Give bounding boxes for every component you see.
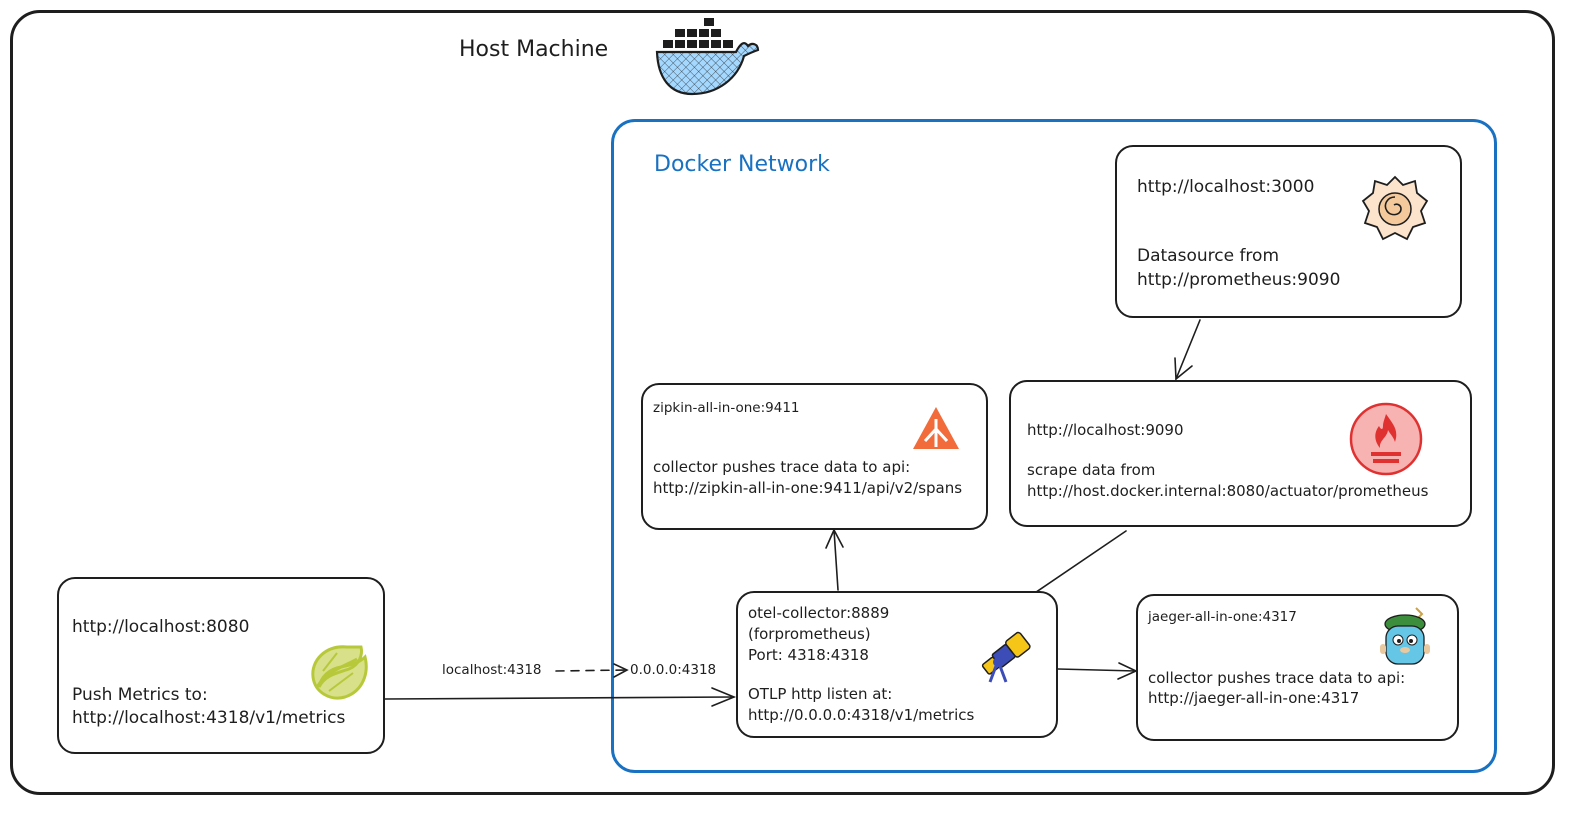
- collector-listen-url: http://0.0.0.0:4318/v1/metrics: [748, 706, 975, 724]
- grafana-logo-icon: [1359, 173, 1431, 245]
- collector-port: Port: 4318:4318: [748, 646, 869, 664]
- host-machine-frame: [10, 10, 1555, 795]
- grafana-node[interactable]: http://localhost:3000 Datasource from ht…: [1115, 145, 1462, 318]
- prometheus-logo-icon: [1347, 400, 1425, 478]
- collector-listen-label: OTLP http listen at:: [748, 685, 893, 703]
- arrow-collector-to-jaeger: [1057, 668, 1137, 672]
- grafana-desc: Datasource from: [1137, 246, 1280, 266]
- spring-logo-icon: [307, 641, 373, 703]
- telescope-icon: [976, 626, 1036, 684]
- jaeger-desc: collector pushes trace data to api:: [1148, 669, 1406, 687]
- port-mapping-from-label: localhost:4318: [442, 662, 542, 678]
- collector-name: otel-collector:8889: [748, 604, 890, 622]
- arrow-collector-to-zipkin: [833, 529, 839, 591]
- app-push-label: Push Metrics to:: [72, 685, 208, 705]
- port-mapping-to-label: 0.0.0.0:4318: [630, 662, 717, 678]
- jaeger-name: jaeger-all-in-one:4317: [1148, 609, 1297, 625]
- docker-whale-icon: [652, 16, 762, 98]
- docker-network-frame: [611, 119, 1497, 773]
- collector-note: (forprometheus): [748, 625, 871, 643]
- zipkin-url: http://zipkin-all-in-one:9411/api/v2/spa…: [653, 479, 963, 497]
- prometheus-target: http://host.docker.internal:8080/actuato…: [1027, 482, 1429, 500]
- zipkin-node[interactable]: zipkin-all-in-one:9411 collector pushes …: [641, 383, 988, 530]
- grafana-url: http://localhost:3000: [1137, 177, 1315, 197]
- prometheus-node[interactable]: http://localhost:9090 scrape data from h…: [1009, 380, 1472, 527]
- zipkin-logo-icon: [911, 405, 961, 453]
- prometheus-desc: scrape data from: [1027, 461, 1156, 479]
- jaeger-gopher-icon: [1374, 604, 1436, 670]
- app-node[interactable]: http://localhost:8080 Push Metrics to: h…: [57, 577, 385, 754]
- arrow-grafana-to-prometheus: [1175, 319, 1201, 380]
- arrow-app-to-collector: [384, 696, 735, 700]
- zipkin-name: zipkin-all-in-one:9411: [653, 400, 800, 416]
- prometheus-url: http://localhost:9090: [1027, 421, 1184, 439]
- zipkin-desc: collector pushes trace data to api:: [653, 458, 911, 476]
- docker-network-title: Docker Network: [654, 152, 830, 177]
- otel-collector-node[interactable]: otel-collector:8889 (forprometheus) Port…: [736, 591, 1058, 738]
- app-push-url: http://localhost:4318/v1/metrics: [72, 708, 346, 728]
- jaeger-node[interactable]: jaeger-all-in-one:4317 collector pushes …: [1136, 594, 1459, 741]
- host-machine-title: Host Machine: [459, 37, 609, 62]
- arrow-port-mapping: [555, 669, 627, 672]
- jaeger-url: http://jaeger-all-in-one:4317: [1148, 689, 1360, 707]
- grafana-source: http://prometheus:9090: [1137, 270, 1341, 290]
- app-url: http://localhost:8080: [72, 617, 250, 637]
